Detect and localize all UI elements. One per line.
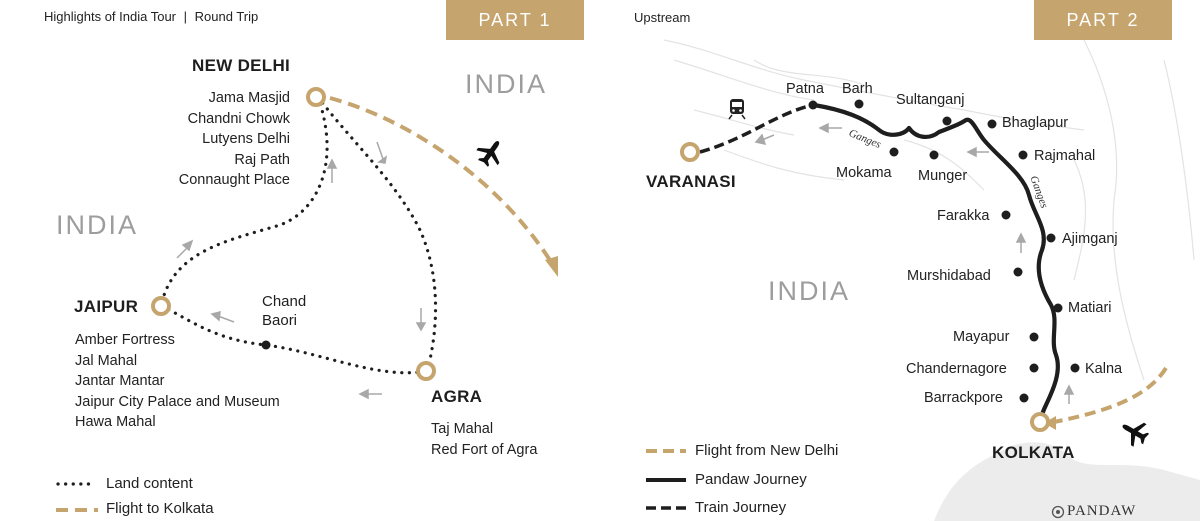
legend-flight-label: Flight to Kolkata: [106, 500, 214, 517]
stop-chandernagore: Chandernagore: [906, 361, 1007, 377]
stop-mayapur: Mayapur: [953, 329, 1010, 345]
place-item: Amber Fortress: [75, 332, 175, 348]
city-kolkata: KOLKATA: [992, 443, 1075, 462]
part2-route-map: [646, 39, 1200, 521]
place-item: Jama Masjid: [208, 90, 290, 106]
coastline-area: [934, 442, 1200, 521]
city-agra: AGRA: [431, 387, 483, 406]
country-label-india-1: INDIA: [465, 69, 548, 99]
place-item: Connaught Place: [178, 172, 290, 188]
kolkata-marker: [1030, 412, 1050, 432]
chand-baori-label: Chand Baori: [262, 293, 307, 329]
chand-baori-marker: [261, 340, 271, 350]
place-item: Red Fort of Agra: [431, 441, 538, 458]
pandaw-logo-icon: [1051, 505, 1065, 519]
legend-flight-label: Flight from New Delhi: [695, 442, 839, 459]
place-item: Jantar Mantar: [75, 373, 165, 389]
place-item: Jaipur City Palace and Museum: [75, 393, 280, 410]
stop-munger: Munger: [918, 168, 968, 184]
route-jaipur-agra: [160, 304, 428, 375]
stop-barh: Barh: [842, 81, 873, 97]
stop-markers: [808, 99, 1080, 403]
agra-marker: [416, 361, 436, 381]
tour-header: Highlights of India Tour | Round Trip: [44, 9, 258, 24]
jaipur-places: Amber Fortress Jal Mahal Jantar Mantar J…: [75, 330, 280, 433]
agra-places: Taj Mahal Red Fort of Agra: [431, 419, 537, 460]
stop-barrackpore: Barrackpore: [924, 390, 1003, 406]
route-flight-kolkata: [329, 96, 555, 267]
route-delhi-jaipur: [160, 95, 329, 304]
place-item: Jal Mahal: [75, 352, 138, 369]
airplane-icon: [1122, 422, 1150, 447]
part1-panel: Highlights of India Tour | Round Trip PA…: [0, 0, 596, 521]
route-flight-new-delhi: [1053, 366, 1168, 424]
stop-patna: Patna: [786, 81, 824, 97]
varanasi-marker: [680, 142, 700, 162]
legend-train-label: Train Journey: [695, 499, 787, 516]
city-varanasi: VARANASI: [646, 172, 736, 191]
stop-matiari: Matiari: [1068, 300, 1112, 316]
route-train: [699, 104, 810, 154]
stop-ajimganj: Ajimganj: [1062, 231, 1118, 247]
part2-badge: PART 2: [1034, 0, 1172, 40]
stop-rajmahal: Rajmahal: [1034, 148, 1096, 164]
part1-route-map: [56, 87, 558, 512]
legend-pandaw-label: Pandaw Journey: [695, 471, 807, 488]
trip-type: Round Trip: [194, 9, 259, 24]
stop-kalna: Kalna: [1085, 361, 1123, 377]
place-item: Hawa Mahal: [75, 414, 156, 430]
new-delhi-marker: [306, 87, 326, 107]
stop-murshidabad: Murshidabad: [907, 268, 991, 284]
part2-panel: Upstream PART 2 INDIA VARANASI KOLKATA P…: [604, 0, 1200, 521]
part1-badge: PART 1: [446, 0, 584, 40]
stop-bhaglapur: Bhaglapur: [1002, 115, 1069, 131]
country-label-india-2: INDIA: [56, 210, 139, 240]
city-new-delhi: NEW DELHI: [192, 56, 291, 75]
airplane-icon: [476, 141, 500, 167]
pandaw-logo-text: PANDAW: [1067, 503, 1137, 519]
header-separator: |: [183, 9, 188, 24]
flight-arrowhead: [545, 256, 558, 277]
terrain-lines: [663, 39, 1195, 381]
place-item: Lutyens Delhi: [202, 131, 290, 147]
train-icon: [728, 99, 746, 120]
tour-title: Highlights of India Tour: [44, 9, 177, 24]
direction-arrows: [176, 141, 427, 400]
new-delhi-places: Jama Masjid Chandni Chowk Lutyens Delhi …: [179, 88, 290, 191]
place-item: Chandni Chowk: [187, 110, 290, 127]
route-delhi-agra: [316, 95, 438, 370]
stop-mokama: Mokama: [836, 165, 892, 181]
stop-farakka: Farakka: [937, 208, 990, 224]
flight-arrowhead: [1044, 416, 1056, 430]
direction-arrows: [754, 122, 1075, 404]
place-item: Raj Path: [234, 151, 290, 168]
legend-land-label: Land content: [106, 475, 193, 492]
stop-sultanganj: Sultanganj: [896, 92, 965, 108]
city-jaipur: JAIPUR: [74, 297, 139, 316]
direction-header: Upstream: [634, 10, 691, 25]
jaipur-marker: [151, 296, 171, 316]
place-item: Taj Mahal: [431, 421, 494, 437]
country-label-india-3: INDIA: [768, 276, 851, 306]
route-pandaw: [813, 102, 1060, 423]
